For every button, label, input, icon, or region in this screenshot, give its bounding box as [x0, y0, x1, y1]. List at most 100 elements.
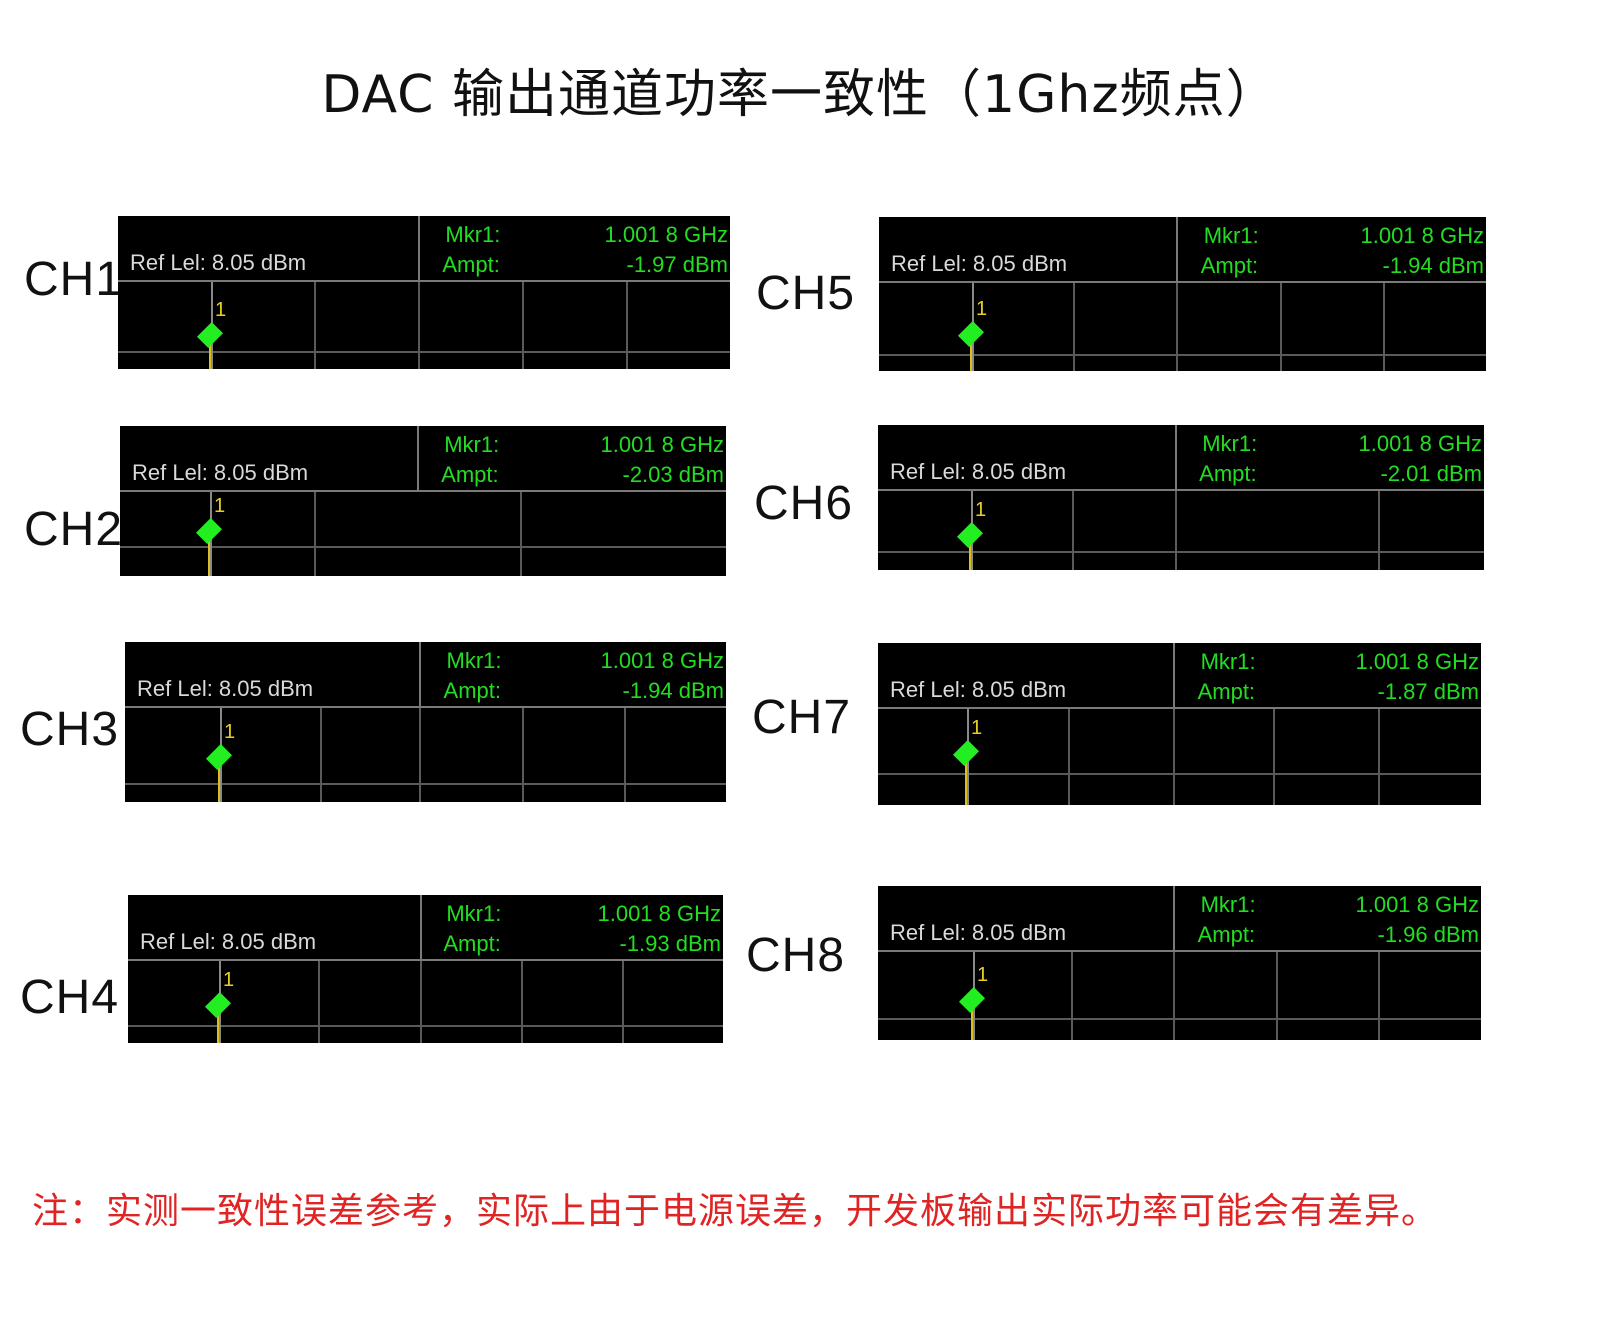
ref-level: Ref Lel: 8.05 dBm: [890, 920, 1067, 945]
header-divider: [419, 895, 422, 961]
grid-line-vertical: [1073, 283, 1075, 371]
channel-label: CH5: [756, 267, 856, 320]
marker-amplitude: -1.97 dBm: [626, 252, 729, 277]
grid-line-vertical: [314, 492, 316, 576]
signal-trace: [218, 749, 220, 802]
marker-label: Mkr1:: [1203, 223, 1259, 248]
amplitude-label: Ampt:: [1197, 679, 1256, 704]
header-divider: [1173, 643, 1176, 709]
ref-level: Ref Lel: 8.05 dBm: [890, 459, 1067, 484]
marker-frequency: 1.001 8 GHz: [1360, 223, 1484, 248]
footnote: 注：实测一致性误差参考，实际上由于电源误差，开发板输出实际功率可能会有差异。: [32, 1191, 1439, 1232]
grid-line-vertical: [1280, 283, 1282, 371]
marker-diamond-icon[interactable]: [205, 743, 233, 771]
ref-level: Ref Lel: 8.05 dBm: [891, 251, 1068, 276]
signal-trace: [208, 523, 210, 576]
ref-level: Ref Lel: 8.05 dBm: [137, 676, 314, 701]
spectrum-panel: Ref Lel: 8.05 dBm Mkr1: Ampt: 1.001 8 GHz -1…: [879, 217, 1486, 371]
marker-label: Mkr1:: [444, 432, 500, 457]
grid-line-horizontal: [128, 1025, 723, 1027]
marker-diamond-icon[interactable]: [204, 991, 232, 1019]
marker-frequency: 1.001 8 GHz: [604, 222, 728, 247]
amplitude-label: Ampt:: [442, 252, 500, 277]
marker-frequency: 1.001 8 GHz: [1358, 431, 1482, 456]
amplitude-label: Ampt:: [1197, 922, 1256, 947]
marker-number: 1: [224, 721, 236, 743]
grid-line-vertical: [320, 708, 322, 802]
marker-label: Mkr1:: [446, 901, 502, 926]
amplitude-label: Ampt:: [1200, 253, 1259, 278]
marker-diamond-icon[interactable]: [195, 517, 223, 545]
marker-number: 1: [215, 299, 227, 321]
channel-label: CH8: [746, 929, 846, 982]
header-divider: [417, 216, 420, 282]
channel-label: CH4: [20, 971, 120, 1024]
header-divider: [416, 426, 419, 492]
marker-diamond-icon[interactable]: [956, 521, 984, 549]
marker-amplitude: -1.96 dBm: [1377, 922, 1480, 947]
grid-line-vertical: [1068, 709, 1070, 805]
grid-line-vertical: [420, 961, 422, 1043]
page-title: DAC 输出通道功率一致性（1Ghz频点）: [321, 65, 1279, 125]
channel-label: CH7: [752, 691, 852, 744]
grid-line-vertical: [1072, 491, 1074, 570]
grid-line-horizontal: [878, 773, 1481, 775]
header-divider: [1173, 886, 1176, 952]
grid-line-vertical: [1276, 952, 1278, 1040]
amplitude-label: Ampt:: [1199, 461, 1257, 486]
panel-header: Ref Lel: 8.05 dBm Mkr1: Ampt: 1.001 8 GHz -1…: [879, 217, 1486, 283]
grid-line-horizontal: [118, 351, 730, 353]
marker-label: Mkr1:: [1200, 649, 1256, 674]
spectrum-panel: Ref Lel: 8.05 dBm Mkr1: Ampt: 1.001 8 GHz -2…: [878, 425, 1484, 570]
marker-number: 1: [975, 499, 987, 521]
grid-line-vertical: [1176, 283, 1178, 371]
marker-frequency: 1.001 8 GHz: [1355, 892, 1479, 917]
marker-amplitude: -2.01 dBm: [1380, 461, 1483, 486]
marker-diamond-icon[interactable]: [957, 320, 985, 348]
marker-frequency: 1.001 8 GHz: [600, 648, 724, 673]
ref-level: Ref Lel: 8.05 dBm: [890, 677, 1067, 702]
channel-label: CH2: [24, 503, 124, 556]
marker-amplitude: -1.87 dBm: [1377, 679, 1480, 704]
header-divider: [1174, 425, 1177, 491]
channel-label: CH3: [20, 703, 120, 756]
grid-line-vertical: [626, 282, 628, 369]
grid-line-horizontal: [125, 783, 726, 785]
marker-amplitude: -1.94 dBm: [622, 678, 725, 703]
grid-line-vertical: [1378, 709, 1380, 805]
grid-line-vertical: [314, 282, 316, 369]
grid-line-vertical: [624, 708, 626, 802]
grid-line-horizontal: [878, 551, 1484, 553]
grid-line-vertical: [1173, 709, 1175, 805]
marker-label: Mkr1:: [1200, 892, 1256, 917]
marker-diamond-icon[interactable]: [196, 321, 224, 349]
marker-diamond-icon[interactable]: [952, 739, 980, 767]
marker-label: Mkr1:: [1202, 431, 1258, 456]
marker-frequency: 1.001 8 GHz: [597, 901, 721, 926]
signal-trace: [969, 527, 971, 570]
amplitude-label: Ampt:: [441, 462, 499, 487]
signal-trace: [971, 992, 973, 1040]
grid-line-vertical: [522, 282, 524, 369]
marker-number: 1: [971, 717, 983, 739]
header-divider: [1176, 217, 1179, 283]
grid-line-horizontal: [879, 354, 1486, 356]
amplitude-label: Ampt:: [443, 931, 501, 956]
panel-header: Ref Lel: 8.05 dBm Mkr1: Ampt: 1.001 8 GHz -1…: [878, 886, 1481, 952]
grid-line-vertical: [521, 961, 523, 1043]
marker-amplitude: -1.94 dBm: [1382, 253, 1485, 278]
ref-level: Ref Lel: 8.05 dBm: [132, 460, 309, 485]
grid-line-vertical: [318, 961, 320, 1043]
marker-frequency: 1.001 8 GHz: [1355, 649, 1479, 674]
grid-line-vertical: [522, 708, 524, 802]
ref-level: Ref Lel: 8.05 dBm: [130, 250, 307, 275]
signal-trace: [970, 326, 972, 371]
spectrum-panel: Ref Lel: 8.05 dBm Mkr1: Ampt: 1.001 8 GHz -1…: [878, 643, 1481, 805]
marker-diamond-icon[interactable]: [958, 986, 986, 1014]
marker-number: 1: [223, 969, 235, 991]
